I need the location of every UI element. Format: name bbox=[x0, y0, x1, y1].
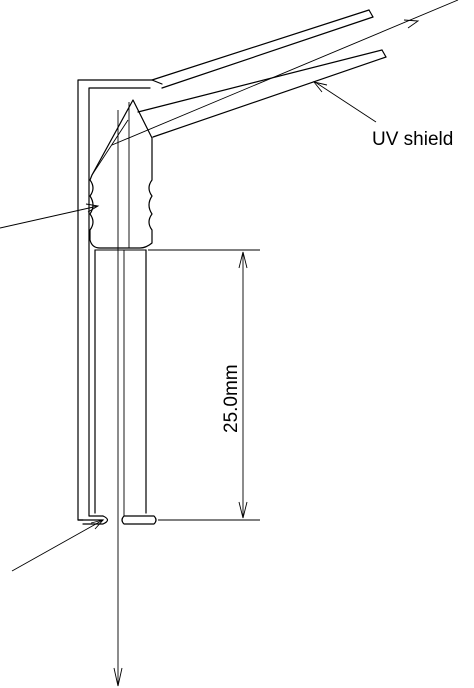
uv-shield-line-3 bbox=[152, 56, 387, 138]
ferrule-leader-line bbox=[0, 205, 99, 229]
bottom-tip bbox=[82, 515, 157, 525]
optical-path-diagonal bbox=[111, 0, 459, 146]
uv-leader-line bbox=[314, 81, 377, 123]
housing-outer-wall bbox=[77, 79, 163, 521]
dimension-arrow-bottom bbox=[238, 501, 248, 519]
tip-right bbox=[121, 515, 157, 525]
input-arrowhead bbox=[403, 19, 420, 29]
upper-tube-line-2 bbox=[368, 9, 374, 18]
uv-shield-label: UV shield bbox=[372, 129, 453, 150]
tip-left bbox=[82, 515, 109, 525]
uv-shield-leader bbox=[312, 81, 377, 123]
uv-shield-tube bbox=[137, 49, 387, 138]
uv-shield-line-1 bbox=[137, 49, 383, 113]
tip-leader bbox=[11, 519, 105, 572]
uv-shield-line-2 bbox=[381, 49, 387, 58]
tip-leader-line bbox=[11, 519, 104, 572]
ferrule-cone-line bbox=[91, 119, 129, 176]
housing-inner-wall bbox=[88, 87, 151, 517]
input-arrow bbox=[403, 19, 420, 29]
dimension-label: 25.0mm bbox=[221, 364, 242, 433]
dimension-markup bbox=[148, 249, 260, 521]
dimension-arrow-top bbox=[238, 251, 248, 269]
upper-tube bbox=[151, 9, 374, 89]
ferrule-head bbox=[89, 99, 153, 249]
axis-arrowhead bbox=[113, 667, 123, 687]
inner-tube bbox=[94, 249, 147, 514]
central-axis bbox=[113, 110, 125, 687]
uv-leader-arrowhead bbox=[312, 81, 328, 93]
ferrule-outline bbox=[89, 99, 153, 249]
upper-tube-line-1 bbox=[151, 9, 370, 81]
tip-leader-arrowhead bbox=[90, 519, 105, 530]
ferrule-leader-arrowhead bbox=[85, 203, 100, 213]
ferrule-leader bbox=[0, 203, 100, 229]
upper-tube-line-3 bbox=[161, 16, 374, 89]
outer-housing bbox=[77, 79, 163, 521]
